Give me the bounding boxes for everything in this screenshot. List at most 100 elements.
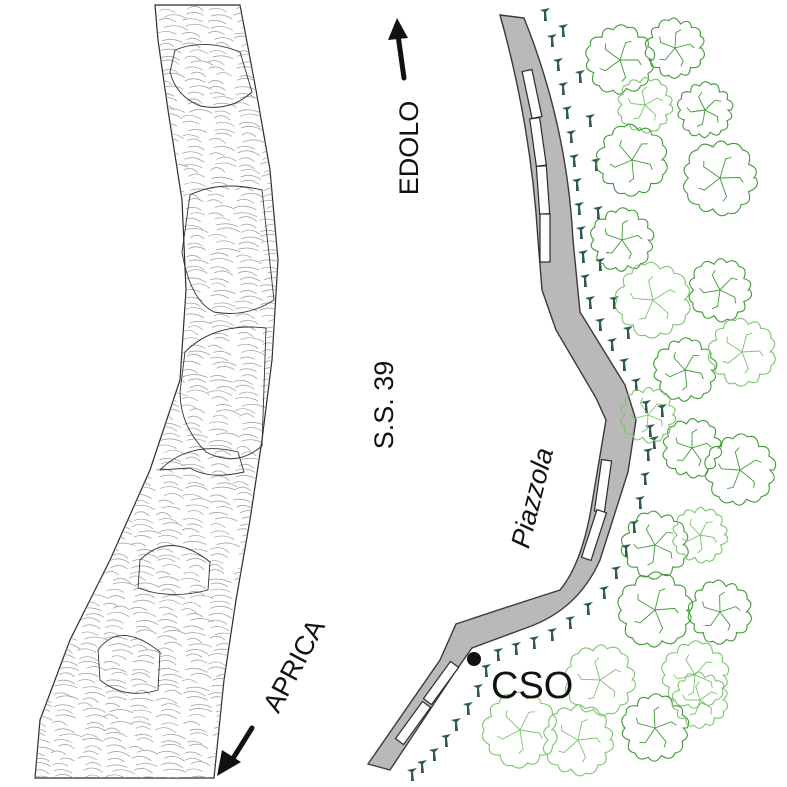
tree-icon bbox=[564, 644, 636, 717]
shrub-icon bbox=[583, 602, 593, 615]
tree-crown-outline bbox=[617, 76, 674, 134]
shrub-icon bbox=[547, 34, 557, 47]
shrub-icon bbox=[558, 24, 568, 37]
tree-icon bbox=[676, 81, 734, 139]
tree-crown-outline bbox=[676, 81, 734, 139]
shrub-icon bbox=[607, 338, 617, 351]
shrub-row bbox=[407, 8, 667, 781]
tree-icon bbox=[662, 418, 723, 479]
tree-icon bbox=[595, 123, 668, 197]
shrub-icon bbox=[417, 760, 427, 773]
tree-crown-outline bbox=[585, 24, 656, 95]
guard-rail-north bbox=[521, 68, 551, 263]
shrub-icon bbox=[629, 520, 639, 533]
shrub-icon bbox=[580, 274, 590, 287]
tree-branches bbox=[496, 710, 543, 754]
tree-crown-outline bbox=[614, 261, 691, 339]
shrub-icon bbox=[631, 378, 641, 391]
shrub-icon bbox=[623, 326, 633, 339]
shrub-icon bbox=[529, 636, 539, 649]
tree-crown-outline bbox=[595, 123, 668, 197]
shrub-icon bbox=[481, 664, 491, 677]
guard-rails bbox=[394, 68, 613, 746]
tree-icon bbox=[481, 691, 558, 769]
tree-branches bbox=[630, 276, 676, 320]
shrub-icon bbox=[621, 544, 631, 557]
tree-branches bbox=[722, 332, 764, 374]
shrub-icon bbox=[635, 496, 645, 509]
tree-icon bbox=[653, 337, 718, 402]
tree-icon bbox=[620, 386, 677, 444]
tree-icon bbox=[672, 506, 729, 564]
shrub-icon bbox=[657, 404, 667, 417]
tree-crown-outline bbox=[661, 640, 730, 709]
tree-crown-outline bbox=[564, 644, 636, 717]
tree-crown-outline bbox=[481, 691, 558, 769]
tree-branches bbox=[633, 524, 673, 566]
tree-crown-outline bbox=[653, 337, 718, 402]
tree-icon bbox=[590, 207, 655, 272]
tree-branches bbox=[718, 447, 762, 490]
guard-rail-south bbox=[394, 660, 460, 746]
tree-icon bbox=[704, 433, 777, 506]
shrub-icon bbox=[547, 628, 557, 641]
shrub-icon bbox=[641, 400, 651, 413]
tree-branches bbox=[629, 397, 664, 433]
tree-branches bbox=[635, 706, 677, 748]
tree-branches bbox=[675, 429, 712, 467]
tree-crown-outline bbox=[620, 510, 689, 580]
shrub-icon bbox=[565, 616, 575, 629]
tree-crown-outline bbox=[687, 579, 752, 645]
tree-icon bbox=[617, 571, 694, 648]
shrub-icon bbox=[566, 130, 576, 143]
tree-crown-outline bbox=[542, 704, 614, 777]
label-layby: Piazzola bbox=[505, 445, 559, 551]
tree-crown-outline bbox=[621, 693, 690, 762]
tree-branches bbox=[659, 29, 695, 67]
shrub-icon bbox=[575, 70, 585, 83]
shrub-icon bbox=[611, 566, 621, 579]
tree-branches bbox=[599, 40, 642, 83]
shrub-icon bbox=[576, 226, 586, 239]
tree-crown-outline bbox=[688, 258, 753, 323]
rock-wall-outline bbox=[34, 4, 279, 779]
shrub-icon bbox=[593, 206, 603, 219]
shrub-icon bbox=[451, 718, 461, 731]
tree-branches bbox=[698, 156, 744, 202]
road-edge bbox=[366, 14, 637, 771]
shrub-icon bbox=[599, 586, 609, 599]
tree-icon bbox=[661, 640, 730, 709]
tree-crown-outline bbox=[662, 418, 723, 479]
shrub-icon bbox=[619, 358, 629, 371]
tree-icon bbox=[614, 261, 691, 339]
shrub-icon bbox=[585, 296, 595, 309]
rock-block-outlines bbox=[97, 44, 275, 694]
tree-branches bbox=[673, 654, 713, 696]
label-south-direction: APRICA bbox=[257, 614, 331, 717]
shrub-icon bbox=[463, 702, 473, 715]
tree-branches bbox=[682, 681, 718, 716]
tree-branches bbox=[634, 588, 679, 634]
shrub-icon bbox=[441, 734, 451, 747]
dot-icon bbox=[467, 652, 481, 666]
tree-crown-outline bbox=[617, 571, 694, 648]
label-road: S.S. 39 bbox=[369, 361, 399, 450]
shrub-icon bbox=[493, 648, 503, 661]
tree-icon bbox=[707, 317, 776, 387]
shrub-icon bbox=[407, 768, 417, 781]
tree-branches bbox=[681, 518, 717, 554]
tree-icon bbox=[682, 140, 758, 217]
tree-crown-outline bbox=[707, 317, 776, 387]
tree-branches bbox=[577, 657, 622, 700]
shrub-icon bbox=[473, 684, 483, 697]
tree-crown-outline bbox=[704, 433, 777, 506]
tree-icon bbox=[644, 17, 705, 79]
tree-branches bbox=[627, 86, 664, 121]
shrub-icon bbox=[562, 106, 572, 119]
label-point: CSO bbox=[491, 665, 573, 707]
arrow-down-left-icon bbox=[217, 725, 255, 776]
shrub-icon bbox=[511, 642, 521, 655]
tree-icon bbox=[687, 579, 752, 645]
